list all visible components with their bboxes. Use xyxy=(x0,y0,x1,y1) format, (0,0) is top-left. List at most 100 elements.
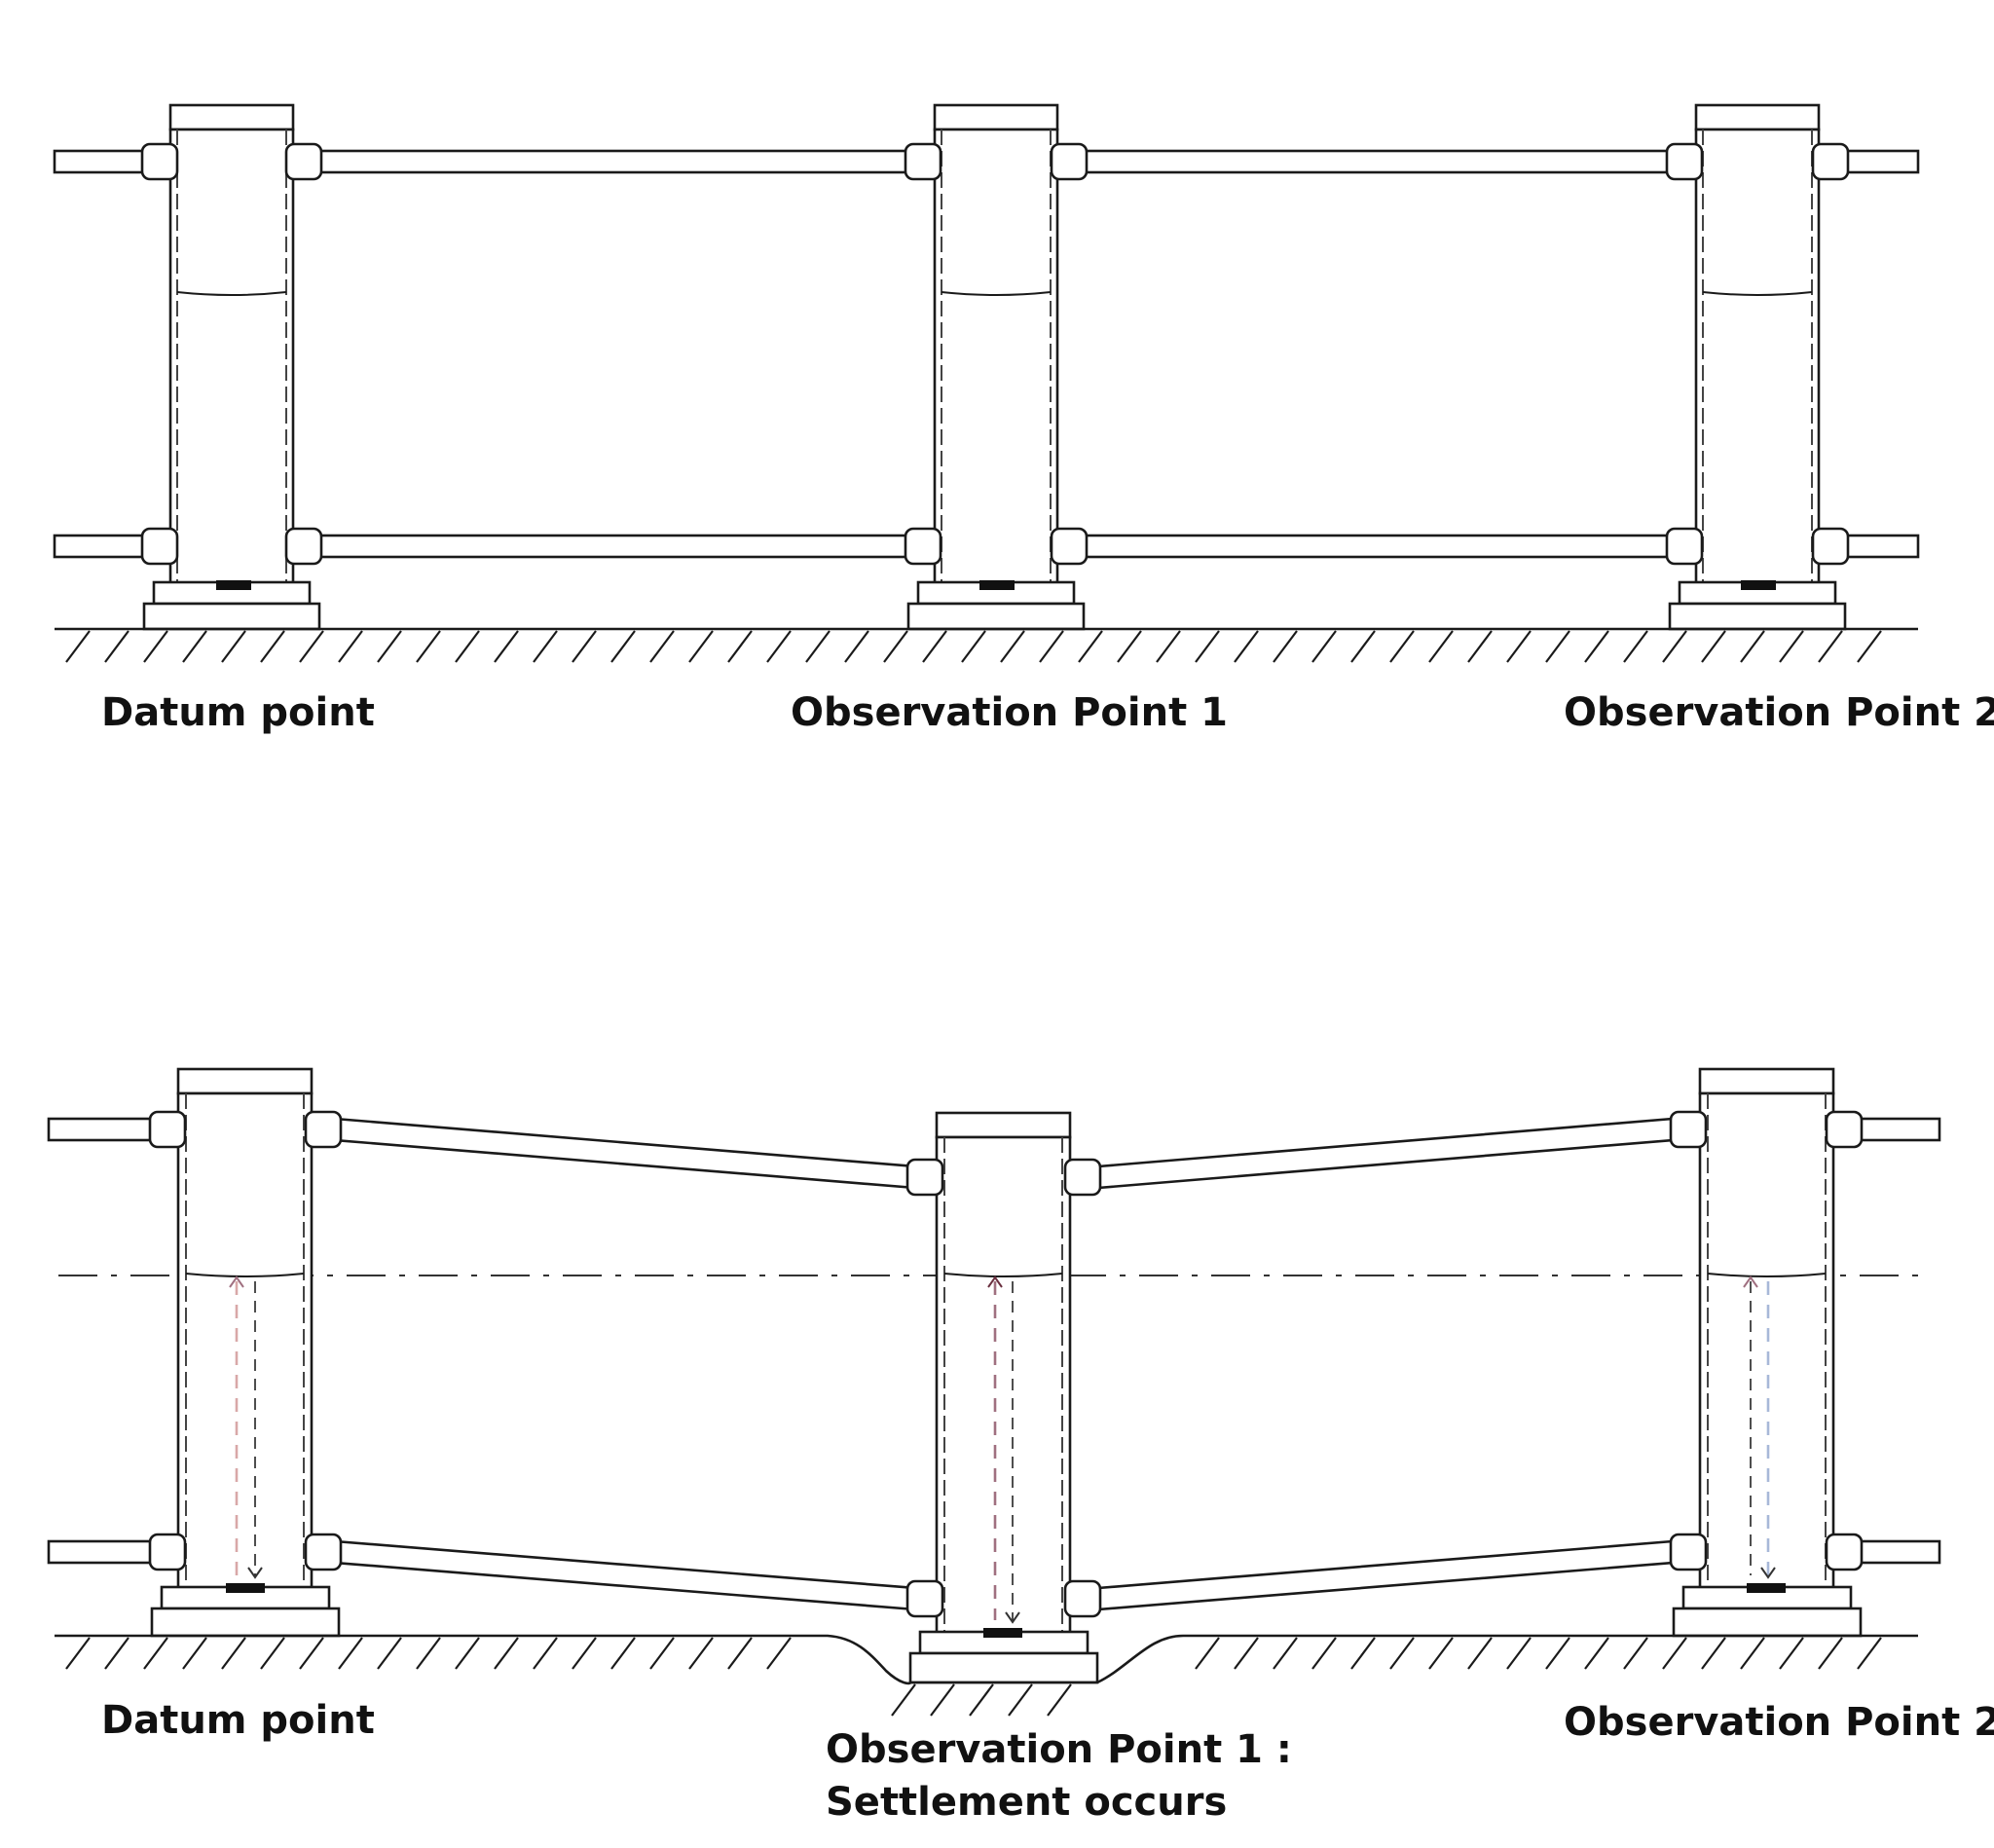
hatch-mark xyxy=(1545,630,1570,663)
pipe-segment-sloped xyxy=(1096,1117,1675,1190)
post-body xyxy=(176,1091,314,1592)
hatch-mark xyxy=(1467,1637,1493,1670)
hatch-mark xyxy=(1779,1637,1804,1670)
hatch-mark xyxy=(143,1637,168,1670)
ground-hatching xyxy=(65,630,1882,663)
hatch-mark xyxy=(533,630,558,663)
hatch-mark xyxy=(1584,630,1609,663)
pipe-joint xyxy=(1665,142,1704,181)
water-level xyxy=(1702,291,1813,296)
sensor xyxy=(1741,580,1776,590)
hatch-mark xyxy=(1740,630,1765,663)
pipe-segment xyxy=(315,534,919,559)
hatch-mark xyxy=(1039,630,1064,663)
pipe-joint xyxy=(304,1110,343,1149)
water-level xyxy=(1707,1273,1827,1277)
hatch-mark xyxy=(533,1637,558,1670)
pipe-segment-sloped xyxy=(1096,1539,1675,1611)
post-cap xyxy=(176,1067,314,1095)
water-level xyxy=(943,1273,1063,1277)
post-body xyxy=(935,1135,1072,1638)
base-footing xyxy=(1668,602,1847,631)
post-cap xyxy=(933,103,1059,131)
pipe-joint xyxy=(905,1158,944,1197)
bottom-panel: Datum point Observation Point 1 : Settle… xyxy=(47,1067,1994,1825)
hatch-mark xyxy=(1857,1637,1882,1670)
hatch-mark xyxy=(299,1637,324,1670)
hatch-mark xyxy=(1234,630,1259,663)
hatch-mark xyxy=(1389,1637,1415,1670)
top-obs1-post xyxy=(904,103,1089,631)
bottom-datum-post xyxy=(148,1067,343,1638)
hatch-mark xyxy=(766,630,792,663)
hatch-mark xyxy=(1818,630,1843,663)
hatch-mark xyxy=(1311,630,1337,663)
sensor xyxy=(1747,1583,1786,1593)
pipe-segment xyxy=(47,1539,160,1565)
pipe-joint xyxy=(1063,1579,1102,1618)
bottom-obs1-post xyxy=(905,1111,1102,1684)
hatch-mark xyxy=(961,630,986,663)
hatch-mark xyxy=(182,1637,207,1670)
hatch-mark xyxy=(1311,1637,1337,1670)
hatch-mark xyxy=(649,630,675,663)
pipe-segment xyxy=(53,149,152,174)
hatch-mark xyxy=(649,1637,675,1670)
hatch-mark xyxy=(1047,1683,1072,1717)
pipe-joint xyxy=(284,527,323,566)
arrow-head xyxy=(1760,1567,1776,1579)
hatch-mark xyxy=(883,630,908,663)
hatch-mark xyxy=(494,1637,519,1670)
hatch-mark xyxy=(844,630,869,663)
pipe-joint xyxy=(1825,1110,1864,1149)
hatch-mark xyxy=(1078,630,1103,663)
hatch-mark xyxy=(494,630,519,663)
pipe-segment xyxy=(47,1117,160,1142)
hatch-mark xyxy=(805,630,831,663)
hatch-mark xyxy=(572,1637,597,1670)
hatch-mark xyxy=(610,630,636,663)
water-level xyxy=(941,291,1052,296)
base-footing xyxy=(906,602,1086,631)
hatch-mark xyxy=(1623,630,1648,663)
hatch-mark xyxy=(1273,1637,1298,1670)
hatch-mark xyxy=(1273,630,1298,663)
hatch-mark xyxy=(1623,1637,1648,1670)
pipe-segment xyxy=(1838,534,1920,559)
hatch-mark xyxy=(455,630,480,663)
observation-point-1-label: Observation Point 1 : xyxy=(826,1727,1292,1772)
hatch-mark xyxy=(727,630,753,663)
pipe-joint xyxy=(140,527,179,566)
hatch-mark xyxy=(416,1637,441,1670)
top-datum-post xyxy=(140,103,323,631)
pipe-joint xyxy=(148,1533,187,1571)
hatch-mark xyxy=(338,630,363,663)
hatch-mark xyxy=(1701,630,1726,663)
hatch-mark xyxy=(377,1637,402,1670)
hatch-mark xyxy=(1467,630,1493,663)
hatch-mark xyxy=(1000,630,1025,663)
water-level xyxy=(176,291,287,296)
arrow-head xyxy=(1005,1611,1020,1624)
hatch-mark xyxy=(1428,630,1454,663)
post-cap xyxy=(168,103,295,131)
pipe-joint xyxy=(1050,142,1089,181)
hatch-mark xyxy=(65,1637,91,1670)
hatch-mark xyxy=(1428,1637,1454,1670)
hatch-mark xyxy=(182,630,207,663)
pipe-joint xyxy=(1811,142,1850,181)
pipe-joint xyxy=(284,142,323,181)
hatch-mark xyxy=(338,1637,363,1670)
hatch-mark xyxy=(969,1683,994,1717)
sensor xyxy=(226,1583,265,1593)
post-cap xyxy=(1698,1067,1835,1095)
hatch-mark xyxy=(922,630,947,663)
datum-point-label: Datum point xyxy=(101,690,375,735)
hatch-mark xyxy=(221,1637,246,1670)
hatch-mark xyxy=(1389,630,1415,663)
hatch-mark xyxy=(1662,630,1687,663)
post-cap xyxy=(935,1111,1072,1139)
post-body xyxy=(933,128,1059,587)
water-level xyxy=(185,1273,305,1277)
